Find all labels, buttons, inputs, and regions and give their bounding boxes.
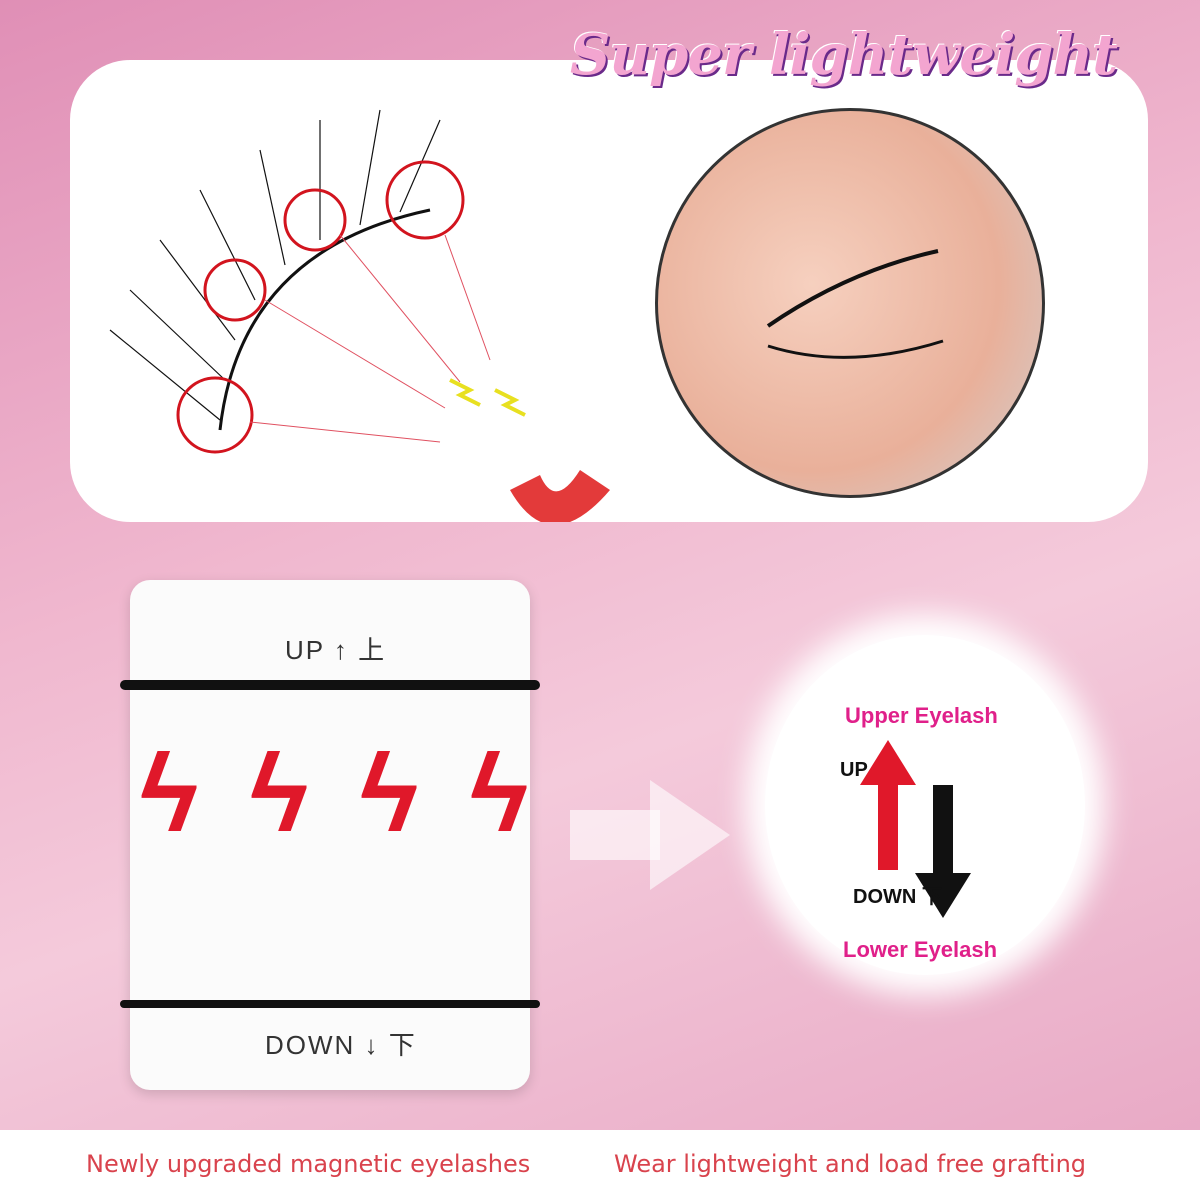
magnetic-lash-illustration xyxy=(109,109,610,525)
headline: Super lightweight xyxy=(570,22,1118,88)
caption-bar xyxy=(0,1130,1200,1200)
lightning-icon: ϟ xyxy=(250,732,309,855)
lightning-icon: ϟ xyxy=(360,732,419,855)
caption-left: Newly upgraded magnetic eyelashes xyxy=(86,1150,531,1178)
arrow-right-head xyxy=(650,780,730,890)
lower-lash-strip xyxy=(120,1000,540,1008)
upper-lash-strip xyxy=(120,680,540,690)
lower-eyelash-label: Lower Eyelash xyxy=(843,937,998,962)
fingers-holding-lash-photo xyxy=(655,108,1045,498)
lash-holder: UP ↑ 上 DOWN ↓ 下 ϟ ϟ ϟ ϟ xyxy=(120,580,540,1090)
holder-up-label: UP ↑ 上 xyxy=(285,635,387,665)
caption-right: Wear lightweight and load free grafting xyxy=(614,1150,1087,1178)
up-down-diagram: Upper Eyelash UP 上 DOWN 下 Lower Eyelash xyxy=(765,635,1085,975)
arrow-right-icon xyxy=(570,810,660,860)
upper-eyelash-label: Upper Eyelash xyxy=(845,703,998,728)
holder-down-label: DOWN ↓ 下 xyxy=(265,1030,417,1060)
up-arrow-icon xyxy=(860,740,916,785)
down-label: DOWN 下 xyxy=(853,886,942,908)
down-arrow-icon xyxy=(915,873,971,918)
lightning-icon: ϟ xyxy=(470,732,529,855)
lightning-icon: ϟ xyxy=(140,732,199,855)
